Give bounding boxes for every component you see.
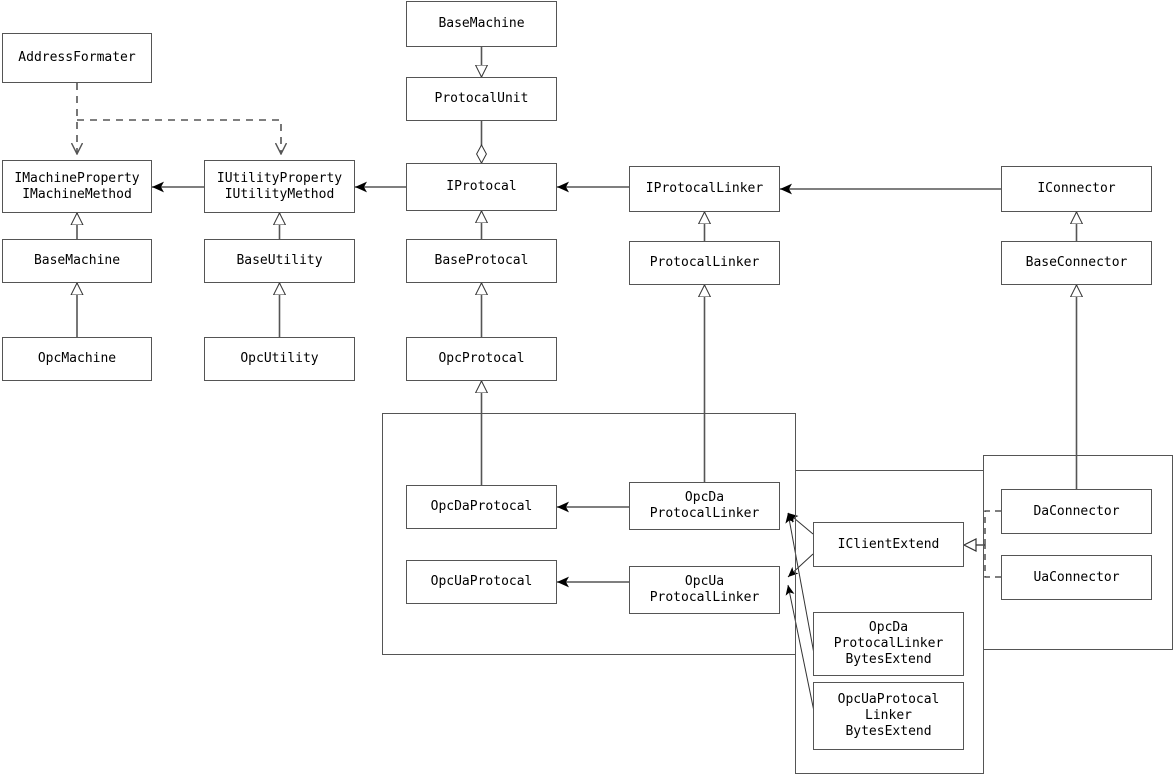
class-node-iClientExtend[interactable]: IClientExtend — [813, 522, 964, 567]
edge-uaconnector-iclientextend — [984, 545, 1001, 578]
class-node-opcDaProtocalLinker[interactable]: OpcDa ProtocalLinker — [629, 482, 780, 530]
class-node-iConnector[interactable]: IConnector — [1001, 166, 1152, 212]
class-node-baseMachine[interactable]: BaseMachine — [2, 239, 152, 283]
class-node-opcUaProtocal[interactable]: OpcUaProtocal — [406, 560, 557, 604]
class-node-opcMachine[interactable]: OpcMachine — [2, 337, 152, 381]
class-node-opcDaProtocal[interactable]: OpcDaProtocal — [406, 485, 557, 529]
class-node-daConnector[interactable]: DaConnector — [1001, 489, 1152, 534]
group-protocal-linker-group — [382, 413, 796, 655]
class-node-opcUaProtocalLinker[interactable]: OpcUa ProtocalLinker — [629, 566, 780, 614]
class-node-protocalUnit[interactable]: ProtocalUnit — [406, 77, 557, 121]
class-node-iUtilityProperty[interactable]: IUtilityProperty IUtilityMethod — [204, 160, 355, 213]
class-node-baseUtility[interactable]: BaseUtility — [204, 239, 355, 283]
class-node-iProtocal[interactable]: IProtocal — [406, 163, 557, 211]
realization-hollow-triangle-icon — [962, 538, 977, 552]
class-node-addressFormater[interactable]: AddressFormater — [2, 33, 152, 83]
class-node-baseConnector[interactable]: BaseConnector — [1001, 241, 1152, 285]
class-node-baseMachineTop[interactable]: BaseMachine — [406, 1, 557, 47]
edge-opcuabytesextend-opcualinker — [785, 584, 818, 727]
group-connector-group — [983, 455, 1173, 650]
class-node-opcDaProtocalLinkerBytesExtend[interactable]: OpcDa ProtocalLinker BytesExtend — [813, 612, 964, 676]
class-node-baseProtocal[interactable]: BaseProtocal — [406, 239, 557, 283]
class-node-opcUaProtocalLinkerBytesExtend[interactable]: OpcUaProtocal Linker BytesExtend — [813, 682, 964, 750]
edge-iclientextend-opcualinker — [787, 553, 814, 578]
class-node-protocalLinker[interactable]: ProtocalLinker — [629, 241, 780, 285]
class-node-iProtocalLinker[interactable]: IProtocalLinker — [629, 166, 780, 212]
class-node-opcUtility[interactable]: OpcUtility — [204, 337, 355, 381]
edge-addressformater-iutility — [77, 119, 281, 154]
class-node-opcProtocal[interactable]: OpcProtocal — [406, 337, 557, 381]
edge-daconnector-iclientextend — [984, 510, 1001, 545]
class-node-iMachineProperty[interactable]: IMachineProperty IMachineMethod — [2, 160, 152, 213]
class-node-uaConnector[interactable]: UaConnector — [1001, 555, 1152, 600]
edge-opcdabytesextend-opcdalinker — [785, 512, 818, 671]
